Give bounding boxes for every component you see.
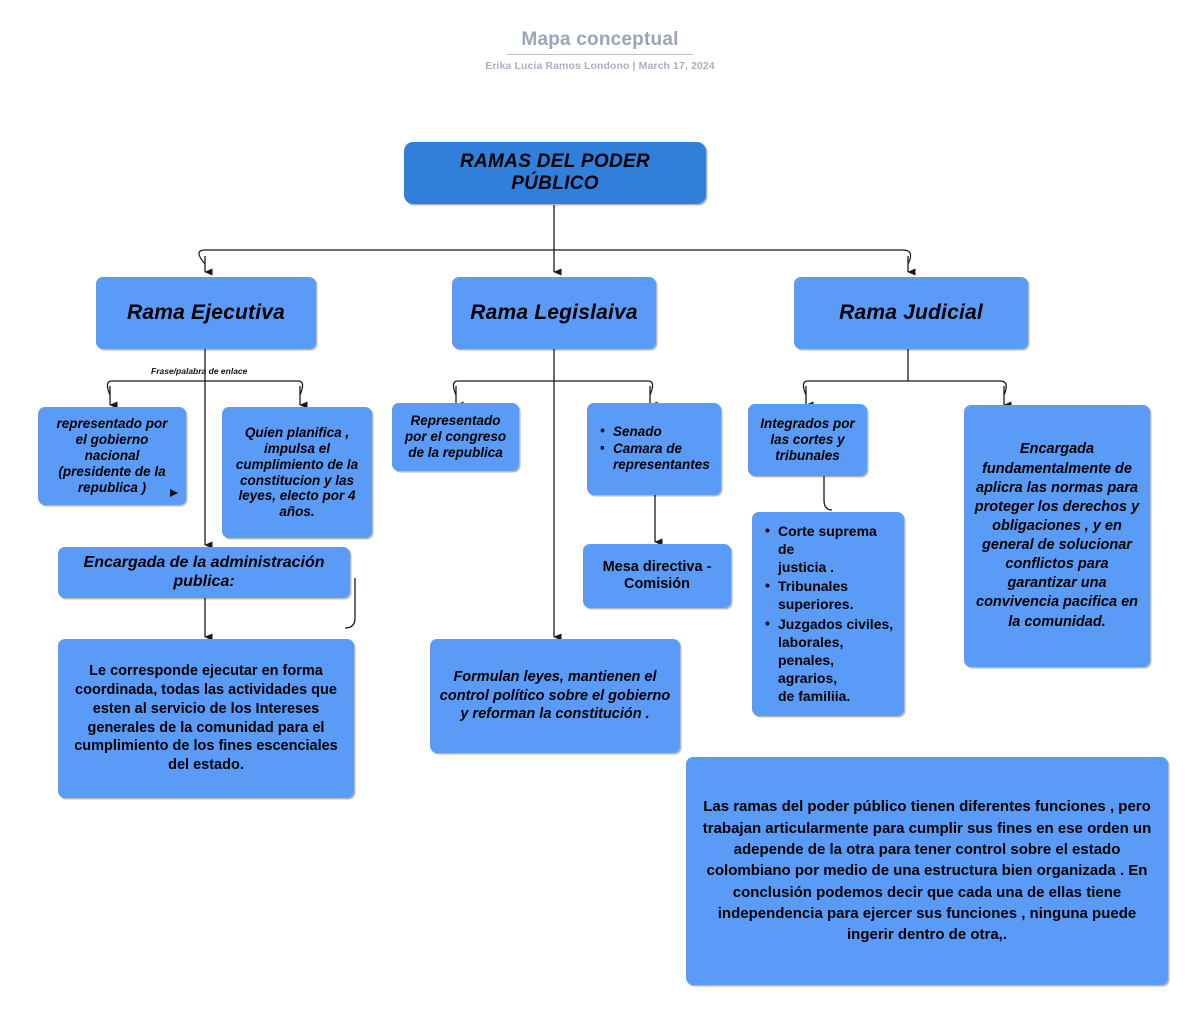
list-item-label: Tribunales superiores.: [778, 578, 854, 613]
node-rama-judicial-label: Rama Judicial: [839, 300, 983, 324]
wire-root-bus: [198, 249, 912, 265]
node-rama-judicial[interactable]: Rama Judicial: [794, 277, 1028, 349]
node-legislativa-camaras[interactable]: • Senado ▪ Camara de representantes: [587, 403, 721, 495]
document-header: Mapa conceptual Erika Lucia Ramos London…: [0, 29, 1200, 72]
link-phrase-label: Frase/palabra de enlace: [151, 366, 248, 376]
list-item: • Senado: [600, 423, 712, 440]
judicial-cortes-list: • Corte suprema de justicia . • Tribunal…: [764, 522, 895, 707]
wire-courts-elbow: [823, 476, 833, 511]
node-ejecutiva-planifica-label: Quien planifica , impulsa el cumplimient…: [235, 424, 359, 520]
bullet-icon: •: [600, 423, 605, 439]
bullet-icon: •: [765, 521, 770, 538]
wire-ejecutiva-bus: [106, 380, 304, 396]
node-legislativa-representado[interactable]: Representado por el congreso de la repub…: [392, 403, 519, 471]
list-item: • Tribunales superiores.: [765, 577, 895, 613]
node-rama-ejecutiva-label: Rama Ejecutiva: [126, 300, 286, 324]
node-legislativa-mesa-directiva[interactable]: Mesa directiva - Comisión: [583, 544, 731, 608]
node-legislativa-funciones-label: Formulan leyes, mantienen el control pol…: [439, 668, 671, 723]
node-ejecutiva-planifica[interactable]: Quien planifica , impulsa el cumplimient…: [222, 407, 372, 538]
page-title: Mapa conceptual: [507, 29, 693, 55]
node-rama-ejecutiva[interactable]: Rama Ejecutiva: [96, 277, 316, 349]
list-item: • Corte suprema de justicia .: [765, 522, 895, 577]
node-judicial-encargada[interactable]: Encargada fundamentalmente de aplicra la…: [964, 405, 1150, 667]
author-date-byline: Erika Lucia Ramos Londono | March 17, 20…: [485, 59, 715, 72]
node-ejecutiva-funciones-label: Le corresponde ejecutar en forma coordin…: [74, 662, 338, 774]
list-item-label: Juzgados civiles, laborales, penales, ag…: [778, 615, 894, 705]
node-legislativa-funciones[interactable]: Formulan leyes, mantienen el control pol…: [430, 639, 680, 753]
list-item-label: Camara de representantes: [613, 441, 710, 472]
play-arrow-icon: [170, 489, 178, 497]
wire-legislativa-bus: [452, 380, 654, 396]
node-conclusion[interactable]: Las ramas del poder público tienen difer…: [686, 757, 1168, 985]
legislativa-camaras-list: • Senado ▪ Camara de representantes: [599, 423, 712, 474]
list-item-label: Corte suprema de justicia .: [778, 522, 877, 575]
bullet-icon: •: [765, 577, 770, 594]
list-item-label: Senado: [613, 424, 662, 440]
node-judicial-integrados[interactable]: Integrados por las cortes y tribunales: [748, 404, 867, 476]
node-ejecutiva-representado-label: representado por el gobierno nacional (p…: [56, 416, 168, 495]
node-root-label: RAMAS DEL PODER PÚBLICO: [460, 150, 650, 194]
bullet-icon: ▪: [600, 440, 605, 456]
node-judicial-integrados-label: Integrados por las cortes y tribunales: [760, 416, 855, 463]
node-legislativa-mesa-directiva-label: Mesa directiva - Comisión: [602, 558, 712, 592]
list-item: • Juzgados civiles, laborales, penales, …: [765, 615, 895, 706]
node-legislativa-representado-label: Representado por el congreso de la repub…: [404, 413, 507, 460]
wire-judicial-bus: [802, 380, 1007, 396]
node-root[interactable]: RAMAS DEL PODER PÚBLICO: [404, 142, 706, 204]
node-rama-legislaiva[interactable]: Rama Legislaiva: [452, 277, 656, 349]
node-rama-legislaiva-label: Rama Legislaiva: [470, 300, 638, 324]
node-ejecutiva-funciones[interactable]: Le corresponde ejecutar en forma coordin…: [58, 639, 354, 798]
bullet-icon: •: [765, 614, 770, 631]
node-ejecutiva-representado[interactable]: representado por el gobierno nacional (p…: [38, 407, 186, 505]
node-judicial-encargada-label: Encargada fundamentalmente de aplicra la…: [974, 441, 1140, 630]
list-item: ▪ Camara de representantes: [600, 440, 712, 473]
node-ejecutiva-administracion-label: Encargada de la administración publica:: [83, 553, 325, 590]
node-conclusion-label: Las ramas del poder público tienen difer…: [702, 798, 1152, 944]
node-ejecutiva-administracion[interactable]: Encargada de la administración publica:: [58, 547, 350, 598]
node-judicial-cortes[interactable]: • Corte suprema de justicia . • Tribunal…: [752, 512, 904, 716]
